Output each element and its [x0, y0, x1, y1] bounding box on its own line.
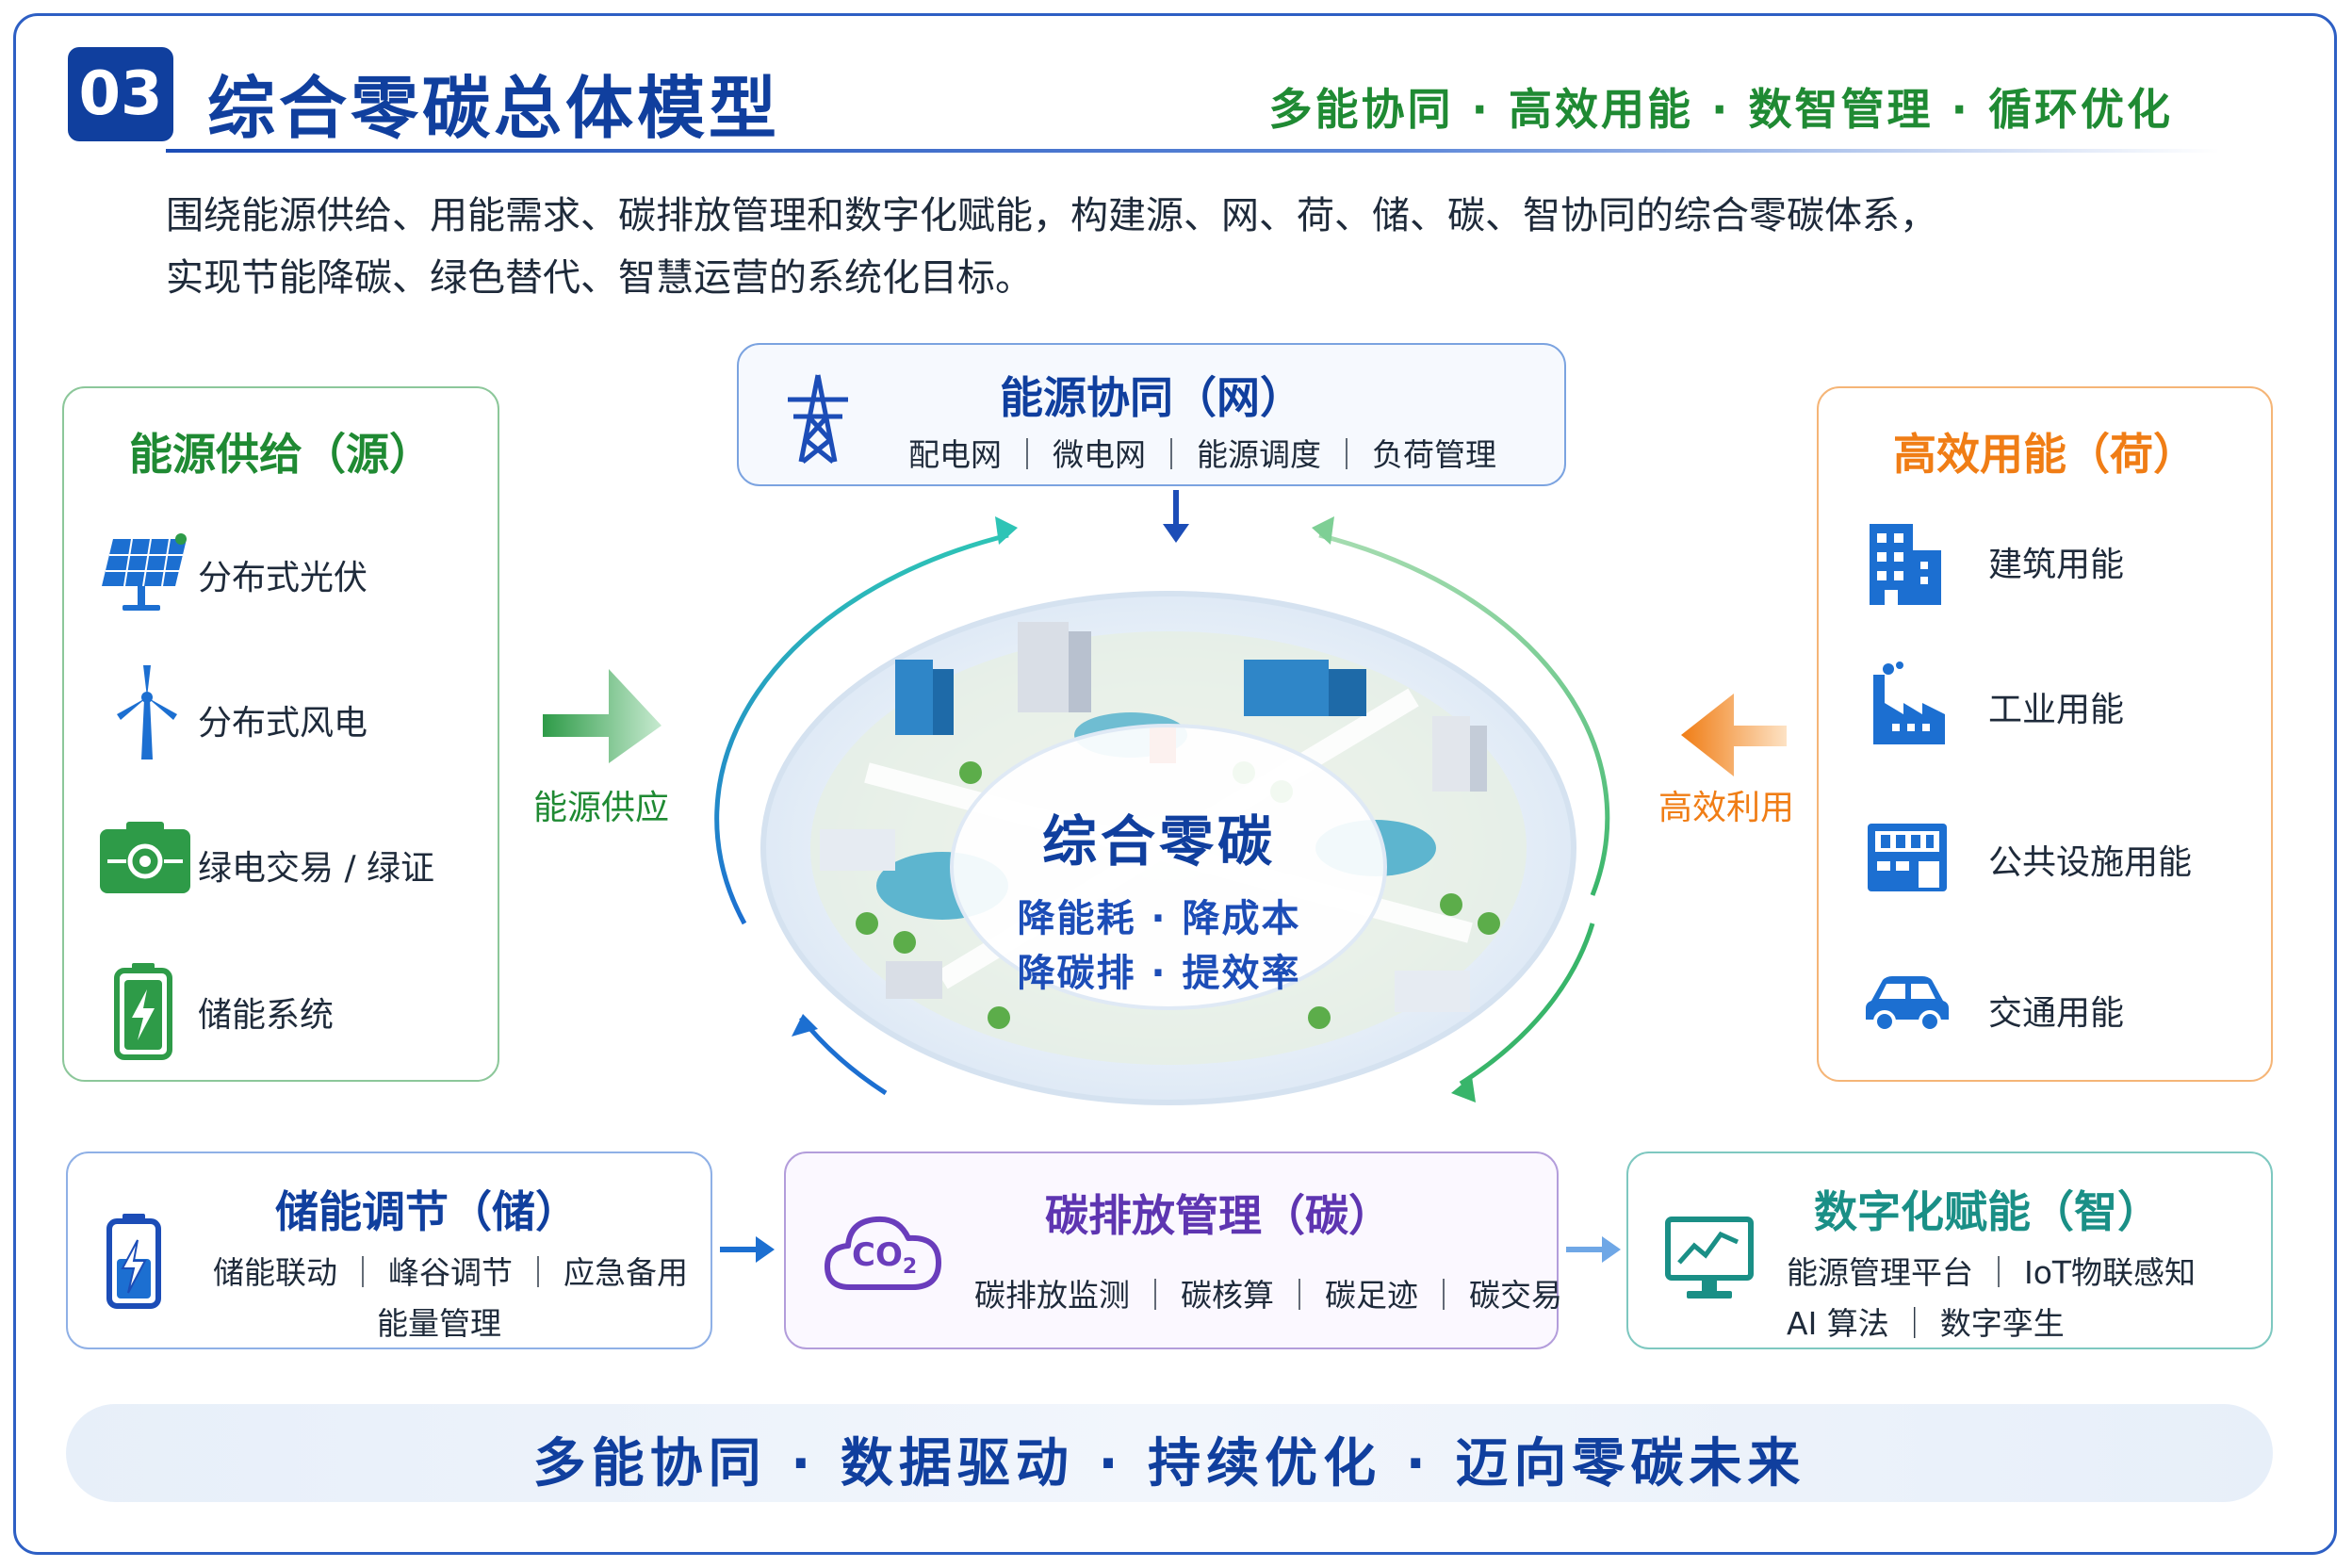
energy-supply-card: 能源供给（源） 分布式光伏 分布式风电 绿电交易 / 绿证 储能系统: [62, 386, 499, 1082]
energy-grid-title: 能源协同（网）: [1000, 372, 1303, 423]
storage-regulation-title: 储能调节（储）: [275, 1186, 579, 1237]
intro-text: 围绕能源供给、用能需求、碳排放管理和数字化赋能，构建源、网、荷、储、碳、智协同的…: [166, 185, 2239, 309]
carbon-items: 碳排放监测 ｜ 碳核算 ｜ 碳足迹 ｜ 碳交易: [974, 1277, 1562, 1314]
transmission-tower-icon: [788, 374, 848, 464]
load-item-transport: 交通用能: [1988, 994, 2125, 1033]
battery-charge-icon: [106, 1214, 161, 1309]
wind-turbine-icon: [117, 665, 177, 760]
efficient-use-card: 高效用能（荷） 建筑用能 工业用能 公共设施用能 交通用能: [1817, 386, 2273, 1082]
footer-banner: 多能协同 · 数据驱动 · 持续优化 · 迈向零碳未来: [66, 1404, 2273, 1502]
hub-benefits-line-1: 降能耗 · 降成本: [1017, 897, 1301, 940]
efficient-use-flow-label: 高效利用: [1658, 789, 1795, 827]
footer-slogan: 多能协同 · 数据驱动 · 持续优化 · 迈向零碳未来: [532, 1433, 1806, 1494]
solar-panel-icon: [102, 533, 187, 611]
smart-items-line-1: 能源管理平台 ｜ IoT物联感知: [1787, 1254, 2197, 1291]
car-icon: [1866, 976, 1949, 1033]
smart-items-line-2: AI 算法 ｜ 数字孪生: [1787, 1305, 2065, 1342]
intro-line-2: 实现节能降碳、绿色替代、智慧运营的系统化目标。: [166, 256, 1033, 300]
co2-icon-letters: CO: [852, 1236, 903, 1274]
efficient-use-title: 高效用能（荷）: [1893, 429, 2197, 480]
energy-grid-items: 配电网 ｜ 微电网 ｜ 能源调度 ｜ 负荷管理: [908, 436, 1496, 473]
storage-items-line-1: 储能联动 ｜ 峰谷调节 ｜ 应急备用: [213, 1254, 688, 1291]
hub-title: 综合零碳: [1041, 809, 1276, 874]
public-facility-icon: [1868, 824, 1947, 891]
energy-supply-title: 能源供给（源）: [129, 429, 433, 480]
digital-empowerment-card: 数字化赋能（智） 能源管理平台 ｜ IoT物联感知 AI 算法 ｜ 数字孪生: [1626, 1152, 2273, 1349]
source-item-solar: 分布式光伏: [198, 559, 368, 597]
energy-supply-arrow-icon: [543, 669, 662, 763]
header-divider: [166, 149, 2220, 153]
co2-cloud-icon: [825, 1216, 941, 1290]
zero-carbon-hub-graphic: [714, 490, 1610, 1105]
factory-icon: [1873, 662, 1945, 744]
co2-icon-text: CO2: [852, 1236, 917, 1279]
building-icon: [1870, 524, 1941, 605]
source-item-wind: 分布式风电: [198, 704, 368, 743]
storage-regulation-card: 储能调节（储） 储能联动 ｜ 峰谷调节 ｜ 应急备用 能量管理: [66, 1152, 712, 1349]
header-tagline: 多能协同 · 高效用能 · 数智管理 · 循环优化: [1268, 84, 2173, 135]
storage-items-line-2: 能量管理: [377, 1305, 501, 1342]
hub-benefits-line-2: 降碳排 · 提效率: [1017, 952, 1301, 995]
battery-icon: [114, 963, 172, 1060]
green-certificate-icon: [100, 822, 190, 893]
carbon-management-title: 碳排放管理（碳）: [1045, 1190, 1392, 1241]
energy-grid-card: 能源协同（网） 配电网 ｜ 微电网 ｜ 能源调度 ｜ 负荷管理: [737, 343, 1566, 486]
page-title: 综合零碳总体模型: [207, 69, 781, 148]
load-item-industry: 工业用能: [1988, 691, 2125, 729]
intro-line-1: 围绕能源供给、用能需求、碳排放管理和数字化赋能，构建源、网、荷、储、碳、智协同的…: [166, 194, 1937, 237]
load-item-public: 公共设施用能: [1988, 843, 2193, 882]
efficient-use-arrow-icon: [1681, 694, 1787, 776]
co2-icon-subscript: 2: [902, 1254, 918, 1279]
energy-supply-flow-label: 能源供应: [533, 789, 670, 827]
digital-empowerment-title: 数字化赋能（智）: [1814, 1186, 2161, 1237]
storage-to-carbon-arrow-icon: [720, 1236, 775, 1263]
load-item-building: 建筑用能: [1988, 546, 2125, 584]
section-number-badge: 03: [68, 47, 173, 141]
source-item-green-power: 绿电交易 / 绿证: [198, 849, 435, 888]
source-item-storage: 储能系统: [198, 996, 335, 1035]
carbon-to-smart-arrow-icon: [1566, 1236, 1621, 1263]
monitor-chart-icon: [1665, 1217, 1754, 1298]
carbon-management-card: CO2 碳排放管理（碳） 碳排放监测 ｜ 碳核算 ｜ 碳足迹 ｜ 碳交易: [784, 1152, 1562, 1349]
